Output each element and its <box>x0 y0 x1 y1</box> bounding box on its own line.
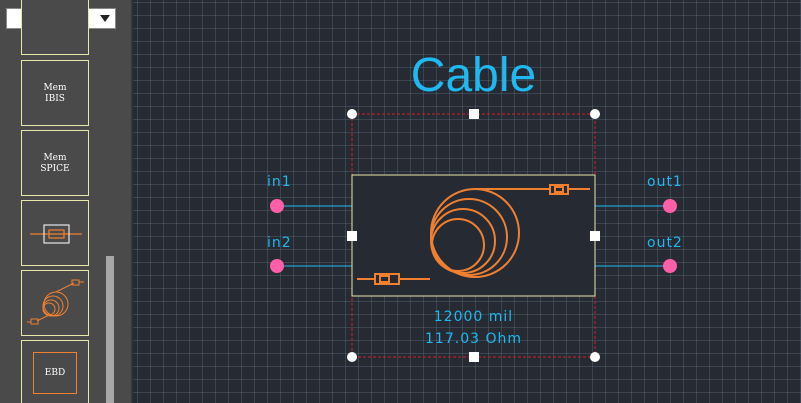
resize-handle-left[interactable] <box>347 231 357 241</box>
palette-tile-mem-ibis[interactable]: Mem IBIS <box>21 60 89 126</box>
tile-label-ebd: EBD <box>44 368 66 378</box>
component-palette: Mem IBIS Mem SPICE <box>0 0 132 403</box>
cable-icon <box>27 279 84 325</box>
param-length: 12000 mil <box>433 309 514 325</box>
port-label-out2: out2 <box>647 235 683 251</box>
connector-icon <box>30 224 82 244</box>
palette-scrollbar-track[interactable] <box>106 30 114 403</box>
schematic-canvas[interactable] <box>133 0 801 403</box>
ebd-icon <box>33 352 77 394</box>
palette-tile-ebd[interactable]: EBD <box>21 340 89 403</box>
palette-scrollbar-thumb[interactable] <box>106 256 114 403</box>
rotate-handle-top-right[interactable] <box>590 109 600 119</box>
tile-label-mem: Mem <box>43 153 67 163</box>
port-label-out1: out1 <box>647 174 683 190</box>
port-pin-out2[interactable] <box>663 259 677 273</box>
tile-label-spice: SPICE <box>40 164 70 174</box>
rotate-handle-top-left[interactable] <box>347 109 357 119</box>
palette-tile-top-partial[interactable] <box>21 0 89 55</box>
cable-coil-icon <box>357 184 590 285</box>
port-label-in1: in1 <box>267 174 292 190</box>
rotate-handle-bottom-right[interactable] <box>590 352 600 362</box>
port-label-in2: in2 <box>267 235 292 251</box>
palette-tile-connector[interactable] <box>21 200 89 266</box>
resize-handle-right[interactable] <box>590 231 600 241</box>
palette-tile-cable[interactable] <box>21 270 89 336</box>
resize-handle-bottom[interactable] <box>469 352 479 362</box>
port-pin-out1[interactable] <box>663 199 677 213</box>
rotate-handle-bottom-left[interactable] <box>347 352 357 362</box>
palette-tile-mem-spice[interactable]: Mem SPICE <box>21 130 89 196</box>
chevron-down-icon[interactable] <box>100 15 110 22</box>
port-pin-in1[interactable] <box>270 199 284 213</box>
port-pin-in2[interactable] <box>270 259 284 273</box>
param-impedance: 117.03 Ohm <box>425 331 522 347</box>
resize-handle-top[interactable] <box>469 109 479 119</box>
component-title: Cable <box>410 49 537 102</box>
tile-label-ibis: IBIS <box>45 94 65 104</box>
tile-label-mem: Mem <box>43 83 67 93</box>
